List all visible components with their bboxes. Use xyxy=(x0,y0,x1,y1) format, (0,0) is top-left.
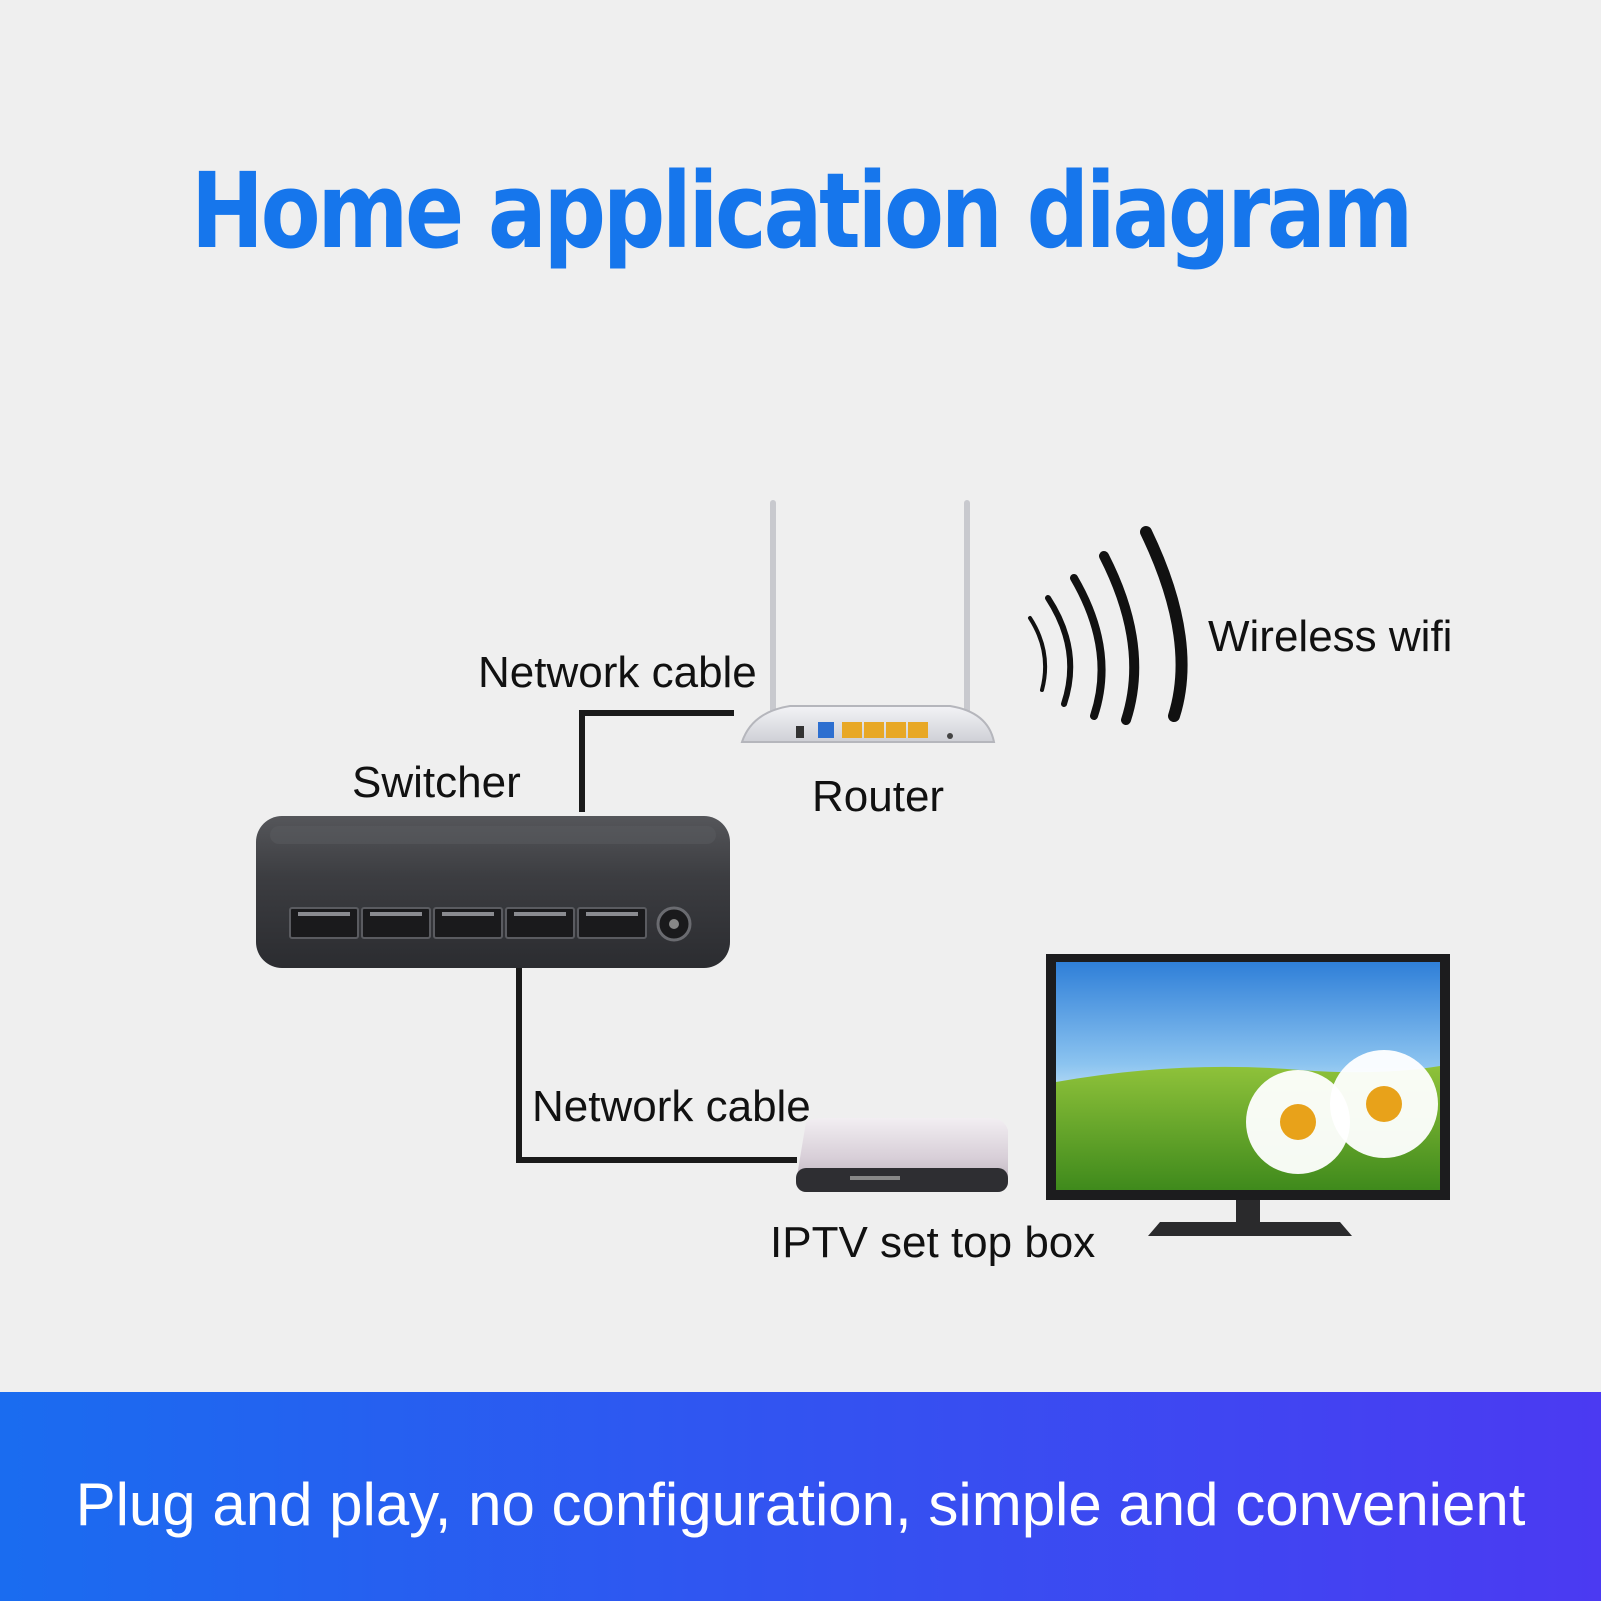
wireless-wifi-label: Wireless wifi xyxy=(1208,612,1453,661)
network-diagram xyxy=(256,500,1450,1236)
page-title: Home application diagram xyxy=(190,150,1414,272)
network-cable-top-label: Network cable xyxy=(478,648,757,697)
bottom-banner xyxy=(0,1392,1601,1601)
tv-icon xyxy=(1046,954,1450,1236)
switcher-label: Switcher xyxy=(352,758,521,807)
network-cable-bottom-label: Network cable xyxy=(532,1082,811,1131)
banner-text: Plug and play, no configuration, simple … xyxy=(75,1471,1526,1538)
daisy-flower-right xyxy=(1330,1050,1438,1158)
network-cable-top-line xyxy=(579,710,734,812)
set-top-box-icon xyxy=(796,1118,1008,1192)
router-label: Router xyxy=(812,772,945,821)
iptv-box-label: IPTV set top box xyxy=(770,1218,1096,1267)
daisy-flower-left xyxy=(1246,1070,1350,1174)
wifi-signal-icon xyxy=(1028,526,1188,725)
switch-icon xyxy=(256,816,730,968)
network-cable-bottom-line xyxy=(516,968,797,1163)
router-icon xyxy=(740,500,996,743)
